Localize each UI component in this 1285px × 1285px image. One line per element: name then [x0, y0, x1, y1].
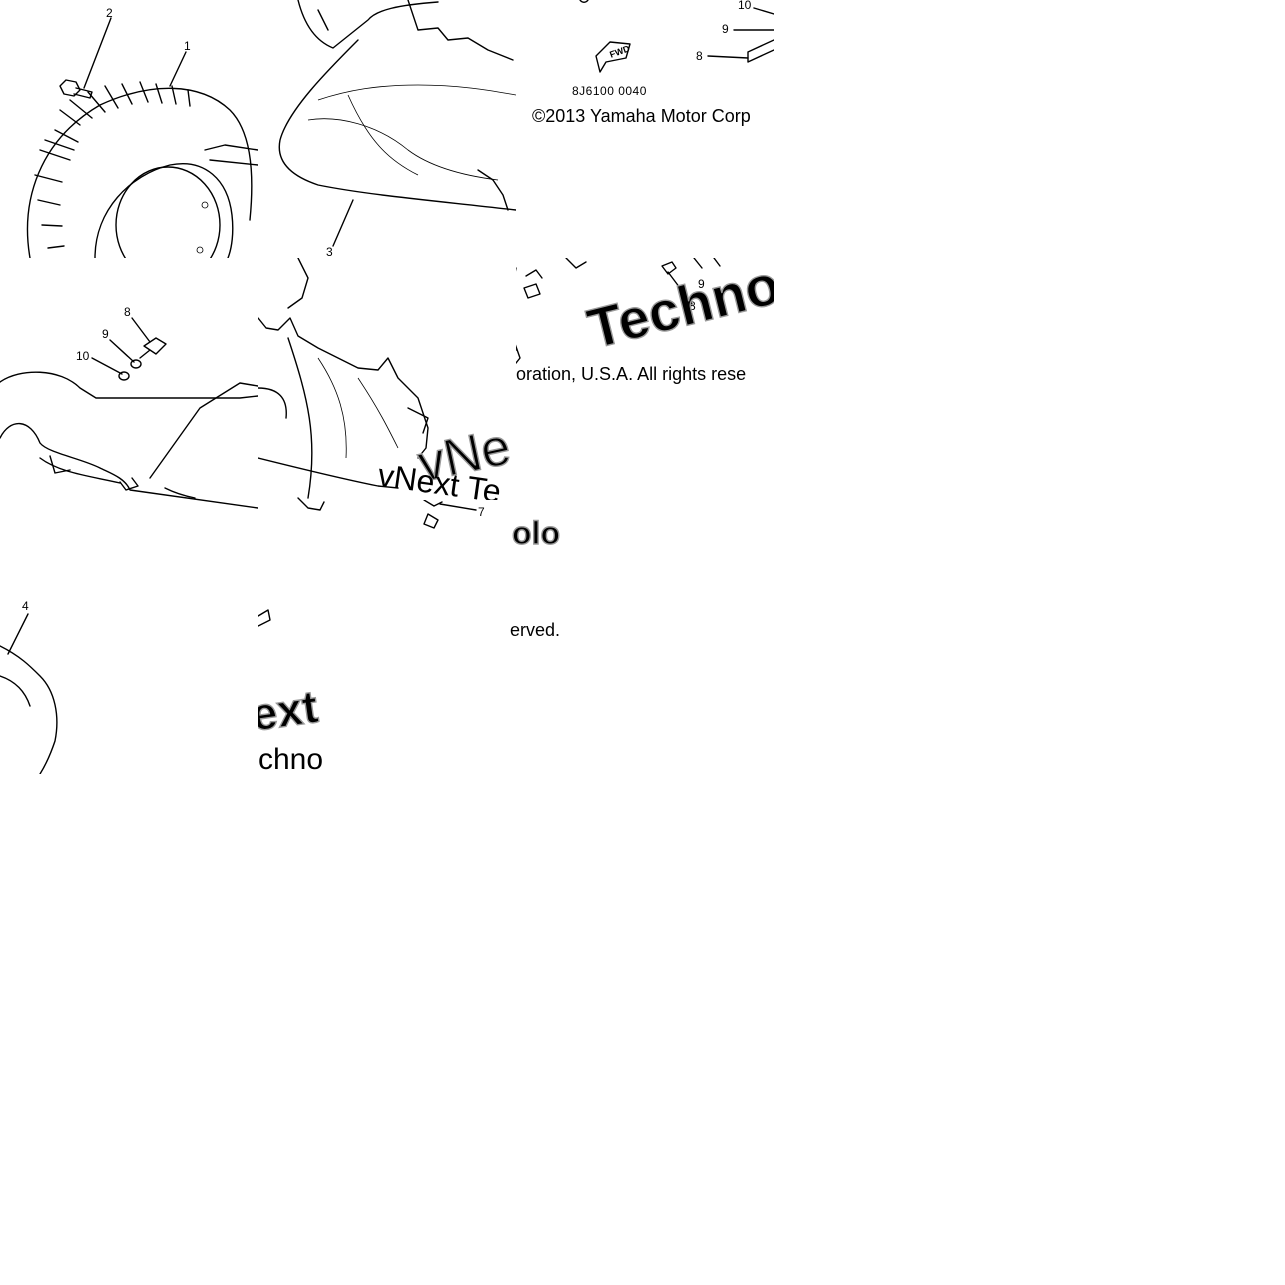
callout-8-mid: 8: [124, 305, 131, 319]
flywheel-drawing: 2 1: [26, 6, 258, 258]
tile-hardware-top: 10 9 8 FWD 8J6100 0040 ©2013 Yamaha Moto…: [516, 0, 774, 258]
tile-cover-4: 4: [0, 516, 258, 774]
fwd-label: FWD: [608, 43, 631, 60]
tile-fragment-bottom: ext chno: [258, 516, 326, 774]
callout-9-mid: 9: [102, 327, 109, 341]
watermark-chno-bottom: chno: [258, 743, 323, 774]
copyright-line-3: erved.: [510, 620, 560, 640]
callout-7: 7: [478, 505, 485, 519]
callout-1: 1: [184, 39, 191, 53]
callout-10-mid: 10: [76, 349, 90, 363]
callout-10-top: 10: [738, 0, 752, 12]
callout-3: 3: [326, 245, 333, 258]
tile-bracket-right: 8 9 Techno poration, U.S.A. All rights r…: [516, 258, 774, 516]
callout-2: 2: [106, 6, 113, 20]
callout-9-top: 9: [722, 22, 729, 36]
watermark-techno-small: olo: [512, 515, 560, 550]
cover-3-drawing: 3: [278, 0, 516, 258]
callout-8-top: 8: [696, 49, 703, 63]
callout-8-right: 8: [689, 299, 696, 313]
copyright-line-2: poration, U.S.A. All rights rese: [516, 364, 746, 384]
callout-4: 4: [22, 599, 29, 613]
bracket-right-drawing: 8 9 Techno poration, U.S.A. All rights r…: [516, 258, 774, 384]
tile-fragment-7: 7 olo: [326, 500, 584, 550]
callout-9-right: 9: [698, 277, 705, 291]
tile-housing-center: vNe vNext Te: [258, 258, 516, 516]
tile-cover-3: 3: [258, 0, 516, 258]
fragment-bottom-drawing: ext chno: [258, 609, 323, 774]
tile-duct-left: 8 9 10: [0, 258, 258, 516]
hardware-top-drawing: 10 9 8 FWD 8J6100 0040 ©2013 Yamaha Moto…: [532, 0, 774, 126]
cover-4-drawing: 4: [0, 599, 58, 774]
tile-flywheel: 2 1: [0, 0, 258, 258]
copyright-line-1: ©2013 Yamaha Motor Corp: [532, 106, 751, 126]
tile-copyright-end: erved.: [510, 618, 590, 642]
fragment-7-drawing: 7 olo: [423, 500, 561, 550]
part-code: 8J6100 0040: [572, 84, 647, 98]
watermark-techno-top: Techno: [581, 258, 774, 360]
housing-center-drawing: vNe vNext Te: [258, 258, 516, 511]
watermark-next-bottom: ext: [258, 680, 321, 741]
copyright-end: erved.: [510, 620, 560, 640]
duct-left-drawing: 8 9 10: [0, 305, 258, 509]
